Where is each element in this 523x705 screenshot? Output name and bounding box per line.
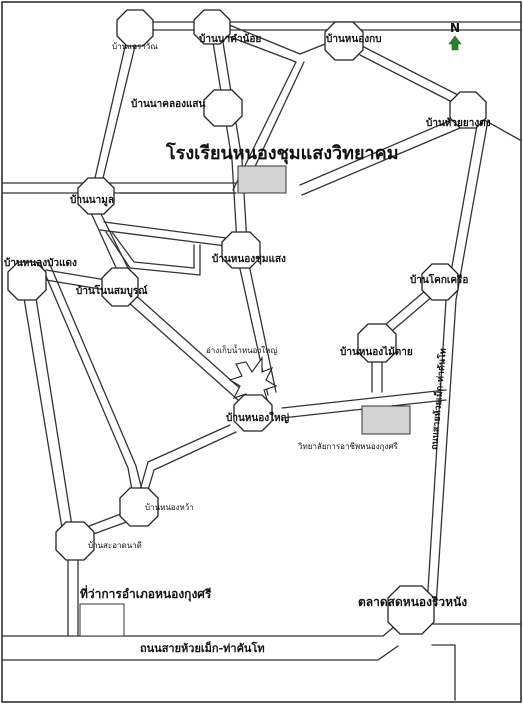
village-marker-nongchumsaeng	[221, 231, 261, 269]
village-marker-nonsomboon	[101, 267, 139, 307]
village-marker-nongkob	[324, 21, 364, 61]
main-road-lower-edge	[2, 645, 399, 661]
road-namul-nonsomboon-1	[91, 214, 119, 273]
road-nongyai-east-1	[281, 389, 447, 409]
road-kob-huaiyang-2	[359, 54, 457, 105]
road-nonsomboon-nongyai-2	[131, 291, 245, 393]
compass-north-letter: N	[450, 21, 460, 35]
label-village-nongbuadaeng: บ้านหนองบัวแดง	[4, 257, 77, 269]
road-buadaeng-nonsomboon-2	[45, 279, 107, 291]
label-village-erawan: บ้านแอราวัณ	[112, 42, 158, 51]
village-marker-huaiyangdong	[449, 91, 487, 129]
village-marker-nongmaitai	[357, 323, 397, 363]
label-village-nongmaitai: บ้านหนองไม้ตาย	[340, 345, 413, 358]
label-village-nongwa: บ้านหนองหว้า	[145, 503, 194, 512]
label-village-nongkob: บ้านหนองกบ	[326, 33, 382, 45]
label-village-nonsomboon: บ้านโนนสมบูรณ์	[76, 284, 148, 298]
village-marker-nongwa	[119, 487, 159, 527]
vertical-road-right-edge	[435, 119, 489, 607]
village-marker-naklongsaen	[203, 89, 243, 127]
village-marker-namul	[77, 177, 115, 215]
road-buadaeng-nongwa-1	[39, 261, 133, 491]
label-village-nongchumsaeng: บ้านหนองชุมแสง	[212, 253, 286, 265]
road-nongyai-nongwa-2	[147, 431, 237, 491]
road-buadaeng-nongwa-2	[47, 259, 143, 491]
road-nongwa-saat-1	[83, 511, 127, 529]
village-marker-erawan	[116, 9, 154, 47]
school-title: โรงเรียนหนองชุมแสงวิทยาคม	[165, 142, 399, 165]
road-nongwa-saat-2	[87, 519, 133, 537]
label-vertical-road: ถนนสายห้วยเม็ก-ท่าคันโท	[427, 347, 449, 450]
road-namul-nonsomboon-2	[99, 211, 129, 269]
village-marker-nongyai	[233, 394, 273, 432]
village-marker-saatnadi	[55, 521, 95, 561]
label-village-khokkhruea: บ้านโคกเครือ	[410, 273, 468, 286]
label-main-road: ถนนสายห้วยเม็ก-ท่าคันโท	[140, 641, 265, 655]
road-namul-chumsaeng-2	[99, 229, 227, 247]
village-marker-market	[387, 585, 435, 635]
road-erawan-namul-1	[94, 37, 128, 179]
main-road-east-edge-2	[431, 644, 456, 701]
road-buadaeng-saat-1	[23, 297, 63, 529]
college-building	[361, 405, 411, 435]
label-village-nakhamnoi: บ้านนาคำน้อย	[199, 33, 261, 45]
label-village-naklongsaen: บ้านนาคลองแสน	[131, 98, 206, 110]
road-nonsomboon-nongyai-1	[127, 301, 239, 401]
label-college: วิทยาลัยการอาชีพหนองกุงศรี	[297, 442, 398, 451]
village-marker-nakhamnoi	[193, 9, 231, 45]
road-loop-1	[105, 231, 201, 276]
road-loop-2	[111, 231, 195, 269]
label-village-namul: บ้านนามูล	[70, 194, 114, 207]
north-arrow-icon	[448, 35, 462, 51]
main-road-upper-edge	[2, 625, 396, 637]
road-buadaeng-saat-2	[35, 297, 73, 527]
district-office-building	[79, 603, 125, 637]
label-market: ตลาดสดหนองริวหนัง	[358, 595, 467, 609]
label-district-office: ที่ว่าการอำเภอหนองกุงศรี	[80, 585, 212, 602]
village-marker-khokkhruea	[421, 263, 459, 301]
road-erawan-namul-2	[102, 37, 138, 179]
road-namul-chumsaeng-1	[103, 221, 227, 239]
label-reservoir: อ่างเก็บน้ำหนองใหญ่	[206, 344, 277, 355]
road-kob-huaiyang-1	[359, 44, 461, 97]
village-marker-nongbuadaeng	[7, 261, 47, 301]
road-nongyai-nongwa-1	[139, 424, 231, 491]
school-building	[237, 165, 287, 194]
label-village-huaiyangdong: บ้านห้วยยางดง	[426, 117, 491, 129]
road-huaiyang-school-2	[301, 127, 461, 196]
road-nakham-kob-2	[221, 21, 301, 55]
village-markers	[7, 9, 487, 635]
road-buadaeng-nonsomboon-1	[45, 269, 107, 281]
road-huaiyang-school-1	[299, 117, 457, 186]
compass: N	[448, 21, 462, 51]
label-village-saatnadi: บ้านสะอาดนาดี	[88, 541, 142, 550]
label-village-nongyai: บ้านหนองใหญ่	[226, 411, 290, 424]
